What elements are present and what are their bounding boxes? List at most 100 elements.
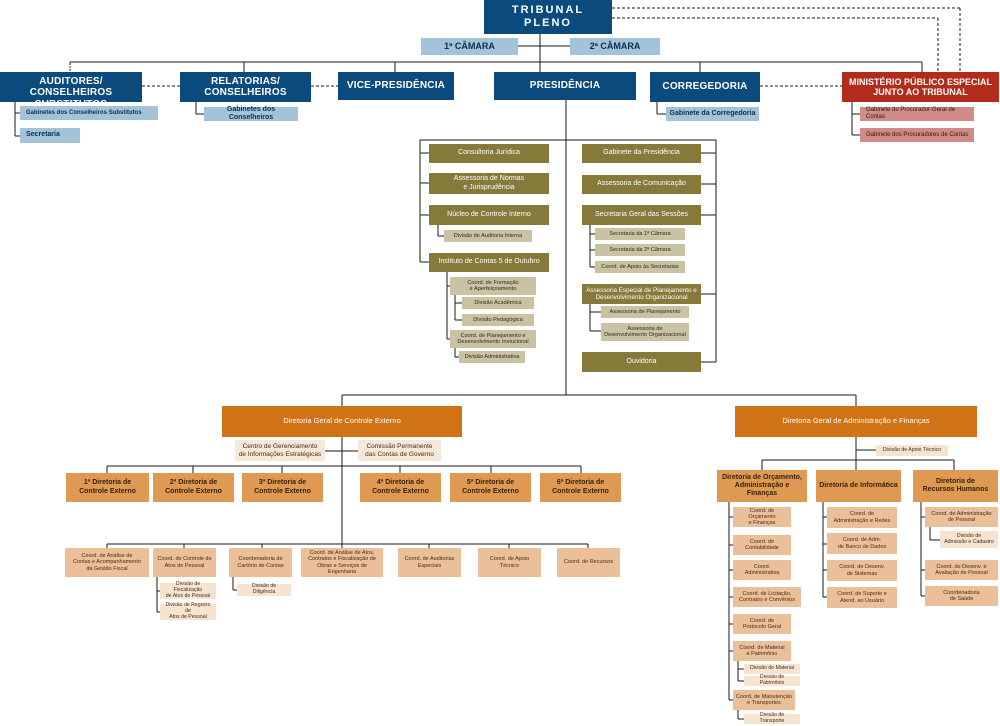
div-fiscalizacao-box: Divisão de Fiscalização de Atos de Pesso… <box>160 581 216 599</box>
camara-2-label: 2ª CÂMARA <box>589 41 641 52</box>
relatorias-line1: RELATORIAS/ <box>210 75 281 87</box>
diretoria-ce-1-box: 1ª Diretoria de Controle Externo <box>66 473 149 502</box>
div-transporte-box: Divisão de Transporte <box>744 712 800 724</box>
centro-gerenciamento-box: Centro de Gerenciamento de Informações E… <box>235 440 325 461</box>
coord-apoio-secretarias-box: Coord. de Apoio às Secretarias <box>595 261 685 273</box>
corpo-especial-box: CORPO ESPECIAL AUDITORES/ CONSELHEIROS S… <box>0 64 142 110</box>
gabinete-presidencia-box: Gabinete da Presidência <box>582 144 701 163</box>
assessoria-normas-line1: Assessoria de Normas <box>453 175 525 183</box>
coord-atos-pessoal-box: Coord. de Controle de Atos de Pessoal <box>153 548 216 577</box>
sec-2-camara-label: Secretaria da 2ª Câmara <box>609 246 671 253</box>
coord-material-line1: Coord. de Material <box>739 644 785 651</box>
coord-analise-atos-line1: Coord. de Análise de Atos, <box>309 549 375 556</box>
div-pedagogica-box: Divisão Pedagógica <box>462 314 534 326</box>
consultoria-juridica-box: Consultoria Jurídica <box>429 144 549 163</box>
corpo-especial-line1: CORPO ESPECIAL AUDITORES/ <box>24 64 118 87</box>
secretaria-label: Secretaria <box>26 131 60 139</box>
div-material-label: Divisão de Material <box>749 665 795 672</box>
assessoria-planejamento-box: Assessoria de Planejamento <box>601 306 689 318</box>
coord-banco-dados-line2: de Banco de Dados <box>837 543 887 550</box>
coord-analise-contas-line2: Contas e Acompanhamento <box>73 559 141 566</box>
centro-gerenciamento-line1: Centro de Gerenciamento <box>242 443 318 451</box>
diretoria-ce-2-box: 2ª Diretoria de Controle Externo <box>153 473 234 502</box>
instituto-contas-label: Instituto de Contas 5 de Outubro <box>438 258 540 266</box>
coord-auditorias-especiais-line2: Especiais <box>417 562 442 569</box>
coord-recursos-box: Coord. de Recursos <box>557 548 620 577</box>
gab-conselheiros-subst-label: Gabinetes dos Conselheiros Substitutos <box>26 109 142 116</box>
coord-analise-contas-line3: da Gestão Fiscal <box>86 565 128 572</box>
secretaria-geral-sessoes-label: Secretaria Geral das Sessões <box>595 210 688 218</box>
ouvidoria-box: Ouvidoria <box>582 352 701 372</box>
ministerio-publico-line1: MINISTÉRIO PÚBLICO ESPECIAL <box>848 76 992 87</box>
coord-formacao-line2: e Aperfeiçoamento <box>469 286 517 292</box>
ministerio-publico-box: MINISTÉRIO PÚBLICO ESPECIAL JUNTO AO TRI… <box>842 72 999 102</box>
coord-saude-line2: de Saúde <box>949 596 974 602</box>
div-registro-line2: Atos de Pessoal <box>169 613 207 620</box>
coord-contabilidade-line2: Contabilidade <box>745 545 779 551</box>
coord-banco-dados-line1: Coord. de Adm. <box>842 537 882 544</box>
coord-contabilidade-line1: Coord. de <box>749 538 775 545</box>
coord-apoio-tecnico-line2: Técnico <box>499 562 520 569</box>
consultoria-juridica-label: Consultoria Jurídica <box>458 149 520 157</box>
div-apoio-tecnico-label: Divisão de Apoio Técnico <box>882 446 942 453</box>
coord-analise-contas-line1: Coord. de Análise de <box>81 553 133 560</box>
coord-licitacao-line2: Contratos e Convênios <box>739 597 795 603</box>
div-admissao-line1: Divisão de <box>956 532 982 539</box>
diretoria-ce-4-line1: 4ª Diretoria de <box>376 479 425 487</box>
coord-adm-redes-box: Coord. de Administração e Redes <box>827 507 897 528</box>
pleno-label: PLENO <box>524 17 572 29</box>
coord-cartorio-box: Coordenadoria de Cartório de Contas <box>229 548 292 577</box>
corregedoria-box: CORREGEDORIA <box>650 72 760 102</box>
coord-adm-pessoal-box: Coord. de Administração de Pessoal <box>925 507 998 527</box>
coord-desenv-pessoal-box: Coord. de Desenv. e Avaliação de Pessoal <box>925 560 998 580</box>
diretoria-ce-4-line2: Controle Externo <box>372 487 429 495</box>
coord-atos-pessoal-line2: Atos de Pessoal <box>164 562 205 569</box>
div-administrativa-box: Divisão Administrativa <box>459 351 525 363</box>
gab-corregedoria-label: Gabinete da Corregedoria <box>669 109 756 117</box>
camara-2-box: 2ª CÂMARA <box>570 38 660 55</box>
dir-orcamento-box: Diretoria de Orçamento, Administração e … <box>717 470 807 502</box>
gab-procurador-geral-label: Gabinete do Procurador-Geral de Contas <box>866 107 956 120</box>
relatorias-line2: CONSELHEIROS <box>204 87 287 98</box>
coord-material-box: Coord. de Material e Patrimônio <box>733 641 791 661</box>
diretoria-ce-1-line2: Controle Externo <box>79 487 136 495</box>
coord-auditorias-especiais-line1: Coord. de Auditorias <box>404 556 455 563</box>
coord-orcamento-financas-line1: Coord. de Orçamento <box>748 507 776 520</box>
diretoria-ce-5-box: 5ª Diretoria de Controle Externo <box>450 473 531 502</box>
secretaria-geral-sessoes-box: Secretaria Geral das Sessões <box>582 205 701 225</box>
diretoria-ce-6-line2: Controle Externo <box>552 487 609 495</box>
presidencia-label: PRESIDÊNCIA <box>529 80 601 92</box>
coord-administrativa-line2: Administrativa <box>744 570 780 576</box>
assessoria-especial-line1: Assessoria Especial de Planejamento e <box>586 286 697 294</box>
diretoria-ce-1-line1: 1ª Diretoria de <box>83 479 132 487</box>
coord-manutencao-box: Coord. de Manutenção e Transportes <box>733 690 795 710</box>
coord-planejamento-inst-box: Coord. de Planejamento e Desenvolvimento… <box>450 330 536 348</box>
coord-protocolo-box: Coord. de Protocolo Geral <box>733 614 791 634</box>
coord-formacao-box: Coord. de Formação e Aperfeiçoamento <box>450 277 536 295</box>
diretoria-ce-2-line2: Controle Externo <box>165 487 222 495</box>
gab-conselheiros-box: Gabinetes dos Conselheiros <box>204 106 298 121</box>
sec-2-camara-box: Secretaria da 2ª Câmara <box>595 244 685 256</box>
coord-analise-atos-line2: Contratos e Fiscalização de <box>308 556 376 563</box>
coord-manutencao-line1: Coord. de Manutenção <box>736 693 792 700</box>
nucleo-controle-interno-label: Núcleo de Controle Interno <box>447 210 531 218</box>
coord-apoio-tecnico-line1: Coord. de Apoio <box>489 556 530 563</box>
div-diligencia-label: Divisão de Diligência <box>251 583 277 595</box>
coord-suporte-line2: Atend. ao Usuário <box>839 597 885 604</box>
assessoria-desenv-org-line1: Assessoria de <box>627 325 663 332</box>
assessoria-comunicacao-box: Assessoria de Comunicação <box>582 175 701 194</box>
coord-banco-dados-box: Coord. de Adm. de Banco de Dados <box>827 533 897 554</box>
coord-administrativa-box: Coord. Administrativa <box>733 560 791 580</box>
coord-protocolo-line1: Coord. de <box>749 617 775 624</box>
dir-informatica-box: Diretoria de Informática <box>816 470 901 502</box>
div-fiscalizacao-line1: Divisão de Fiscalização <box>173 581 203 594</box>
div-auditoria-interna-label: Divisão de Auditoria Interna <box>453 232 523 239</box>
dir-rh-box: Diretoria de Recursos Humanos <box>913 470 998 502</box>
coord-manutencao-line2: e Transportes <box>747 700 781 706</box>
dir-informatica-label: Diretoria de Informática <box>819 481 898 489</box>
diretoria-ce-2-line1: 2ª Diretoria de <box>169 479 218 487</box>
assessoria-desenv-org-box: Assessoria de Desenvolvimento Organizaci… <box>601 323 689 341</box>
relatorias-box: RELATORIAS/ CONSELHEIROS <box>180 72 311 102</box>
dir-rh-line1: Diretoria de <box>936 477 975 485</box>
